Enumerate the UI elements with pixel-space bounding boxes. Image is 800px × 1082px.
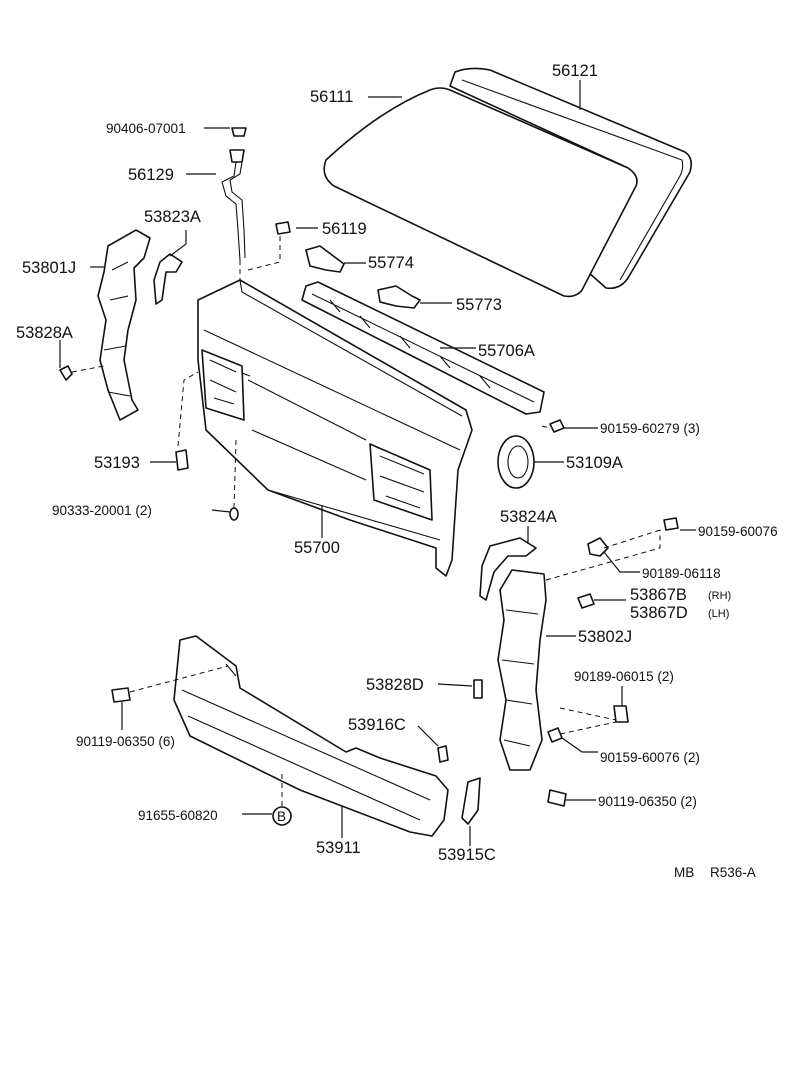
label-90189-06015: 90189-06015 (2) [574,669,674,684]
clip-53828A [59,365,73,381]
label-53911: 53911 [316,839,361,857]
diagram-reference: MB R536-A [674,865,756,880]
label-56111: 56111 [310,88,353,106]
bolt-90119-06350-2 [547,789,567,807]
clip-90189-06015 [613,705,629,723]
label-55706A: 55706A [478,342,535,360]
side-apron-right [497,569,547,771]
label-53109A: 53109A [566,454,623,472]
part-labels: 56121 56111 90406-07001 56129 53823A 561… [16,62,778,864]
label-90159-60076-2: 90159-60076 (2) [600,750,700,765]
washer-hose-56129 [221,127,247,261]
bracket-56119 [275,221,291,235]
emblem-53109A [497,419,565,489]
windshield-glass [323,87,638,298]
bracket-53823A [153,253,183,305]
clip-53828D [473,679,483,699]
label-55773: 55773 [456,296,502,314]
label-56121: 56121 [552,62,598,80]
label-53915C: 53915C [438,846,496,864]
hinge-55774 [305,245,345,273]
label-53867D-side: (LH) [708,608,729,620]
bolt-90119-06350-6 [111,687,131,703]
mark-91655 [272,806,292,826]
cowl-panel-55700 [197,279,473,577]
label-90189-06118: 90189-06118 [642,566,721,581]
label-91655-60820: 91655-60820 [138,808,218,823]
label-53823A: 53823A [144,208,201,226]
label-56129: 56129 [128,166,174,184]
grommet-90333 [229,507,239,521]
label-90159-60279: 90159-60279 (3) [600,421,700,436]
seal-53193 [175,449,189,471]
label-56119: 56119 [322,220,367,238]
moulding-53915C [461,777,481,825]
label-53916C: 53916C [348,716,406,734]
label-90333-20001: 90333-20001 (2) [52,503,152,518]
bolt-90159-60076-2 [547,727,563,743]
ref-code: R536-A [710,865,756,880]
label-53802J: 53802J [578,628,632,646]
label-53824A: 53824A [500,508,557,526]
ref-mb: MB [674,865,694,880]
leader-lines [59,80,696,846]
clip-53916C [437,745,449,763]
label-90119-06350-6: 90119-06350 (6) [76,734,175,749]
label-53867B-side: (RH) [708,590,731,602]
label-53828A: 53828A [16,324,73,342]
label-90119-06350-2: 90119-06350 (2) [598,794,697,809]
label-90406-07001: 90406-07001 [106,121,186,136]
side-apron-left [97,229,151,421]
front-panel-53911 [173,635,449,837]
label-53801J: 53801J [22,259,76,277]
dashed-leaders [71,236,661,806]
label-53828D: 53828D [366,676,424,694]
label-53867B: 53867B [630,586,687,604]
label-90159-60076: 90159-60076 [698,524,778,539]
hinge-55773 [377,285,421,309]
label-53193: 53193 [94,454,140,472]
label-91655-mark: B [277,809,286,824]
label-55774: 55774 [368,254,414,272]
cowl-top-55706A [301,281,545,415]
clip-53867 [577,593,595,609]
bolt-90159-60076 [663,517,679,531]
label-55700: 55700 [294,539,340,557]
label-53867D: 53867D [630,604,688,622]
